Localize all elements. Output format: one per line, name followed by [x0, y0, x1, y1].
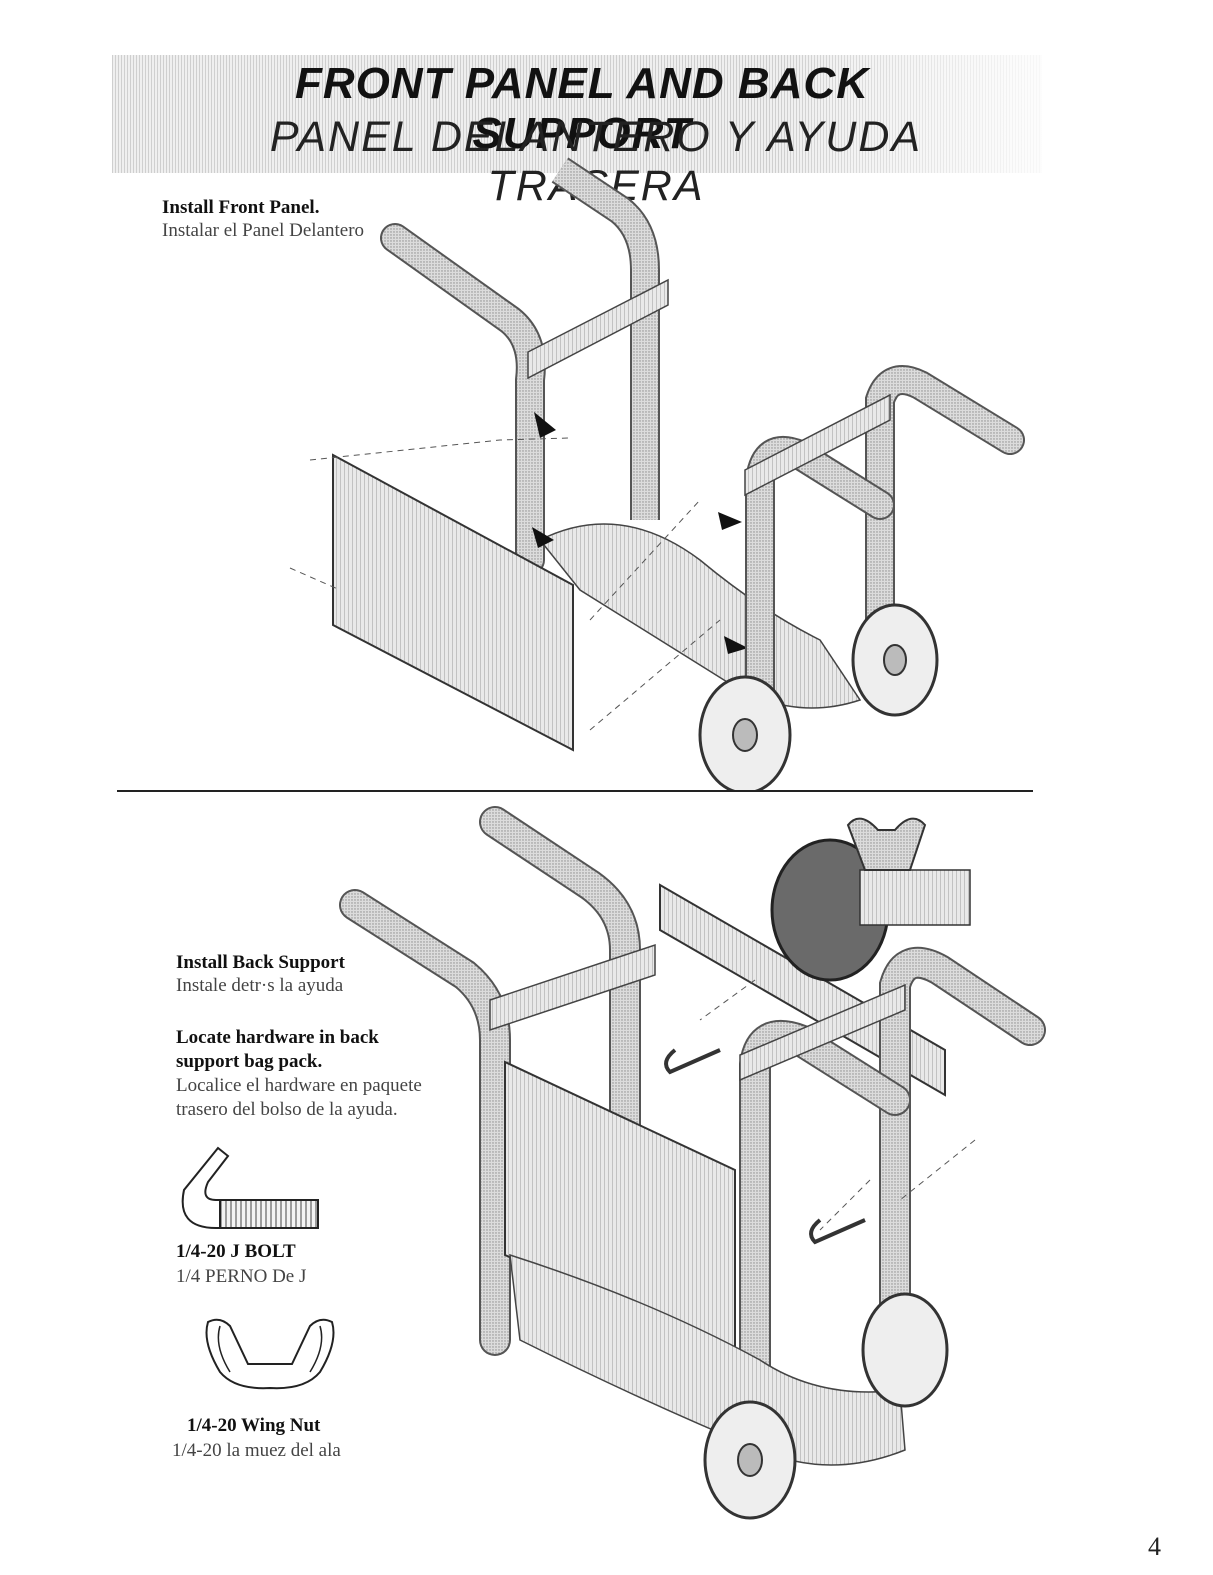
step1-subtitle: Instalar el Panel Delantero: [162, 220, 365, 241]
back-support-illustration: [339, 806, 1046, 1520]
banner-fade: [782, 55, 1042, 173]
j-bolt-es: 1/4 PERNO De J: [176, 1266, 307, 1287]
page-number: 4: [1148, 1532, 1161, 1561]
front-panel-illustration: [289, 157, 1025, 790]
step2-title: Install Back Support: [176, 952, 345, 973]
section-divider: [117, 790, 1033, 792]
step2-subtitle: Instale detr·s la ayuda: [176, 975, 344, 996]
j-bolt-icon: [181, 1146, 319, 1229]
section-title-es: PANEL DELANTERO Y AYUDA TRASERA: [269, 113, 923, 210]
step1-title: Install Front Panel.: [162, 197, 320, 218]
locate-hardware-es-line2: trasero del bolso de la ayuda.: [176, 1099, 398, 1120]
locate-hardware-es-line1: Localice el hardware en paquete: [176, 1075, 422, 1096]
locate-hardware-line1: Locate hardware in back: [176, 1027, 379, 1048]
j-bolt-name: 1/4-20 J BOLT: [176, 1241, 296, 1262]
locate-hardware-line2: support bag pack.: [176, 1051, 323, 1072]
section-title-en: FRONT PANEL AND BACK SUPPORT: [294, 59, 870, 158]
wing-nut-icon: [205, 1318, 335, 1390]
wing-nut-name: 1/4-20 Wing Nut: [187, 1415, 321, 1436]
wing-nut-es: 1/4-20 la muez del ala: [172, 1440, 341, 1461]
section-banner: FRONT PANEL AND BACK SUPPORT PANEL DELAN…: [112, 55, 1042, 210]
